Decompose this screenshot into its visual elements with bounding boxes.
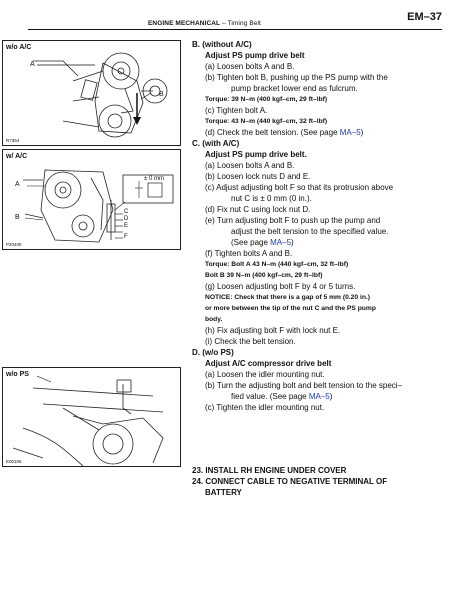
step-c-f: (f) Tighten bolts A and B. (205, 249, 293, 258)
step-b-d: (d) Check the belt tension. (See page MA… (192, 127, 442, 138)
step-c-b: (b) Loosen lock nuts D and E. (205, 172, 311, 181)
header-subsection: Timing Belt (227, 20, 261, 27)
step-c-title: C. (with A/C) (192, 139, 240, 148)
step-b-subtitle: Adjust PS pump drive belt (205, 51, 305, 60)
step-c-e-close: ) (291, 238, 294, 247)
step-c-e-line1: (e) Turn adjusting bolt F to push up the… (205, 216, 381, 225)
figure-without-ps-label: w/o PS (6, 371, 29, 378)
step-23: 23. INSTALL RH ENGINE UNDER COVER (192, 466, 347, 475)
step-24-line2: BATTERY (205, 488, 242, 497)
step-c-e-line2: adjust the belt tension to the specified… (231, 227, 389, 236)
step-b-torque-2: Torque: 43 N–m (440 kgf–cm, 32 ft–lbf) (205, 118, 328, 125)
step-d-subtitle: Adjust A/C compressor drive belt (205, 359, 332, 368)
step-c-e-ref: (See page (231, 238, 271, 247)
step-c-d: (d) Fix nut C using lock nut D. (205, 205, 311, 214)
page-link-ma5[interactable]: MA–5 (308, 392, 330, 401)
figure-with-ac-label: w/ A/C (6, 153, 28, 160)
figure-with-ac-illustration (23, 169, 174, 243)
step-c-notice-line1: NOTICE: Check that there is a gap of 5 m… (205, 294, 370, 301)
header-section: ENGINE MECHANICAL (148, 20, 221, 27)
step-b-torque-1: Torque: 39 N–m (400 kgf–cm, 29 ft–lbf) (205, 96, 328, 103)
callout-c: C (124, 209, 129, 215)
step-c-torque-a: Torque: Bolt A 43 N–m (440 kgf–cm, 32 ft… (205, 261, 349, 268)
callout-a: A (15, 181, 20, 188)
step-c-subtitle: Adjust PS pump drive belt. (205, 150, 307, 159)
step-b-b-line2: pump bracket lower end as fulcrum. (231, 84, 358, 93)
spacer (192, 413, 442, 465)
step-d-b-ref: fied value. (See page (231, 392, 309, 401)
header-separator: – (220, 20, 228, 27)
callout-e: E (124, 223, 129, 229)
step-24-line1: 24. CONNECT CABLE TO NEGATIVE TERMINAL O… (192, 477, 388, 486)
step-c-h: (h) Fix adjusting bolt F with lock nut E… (205, 326, 341, 335)
step-b-c: (c) Tighten bolt A. (205, 106, 268, 115)
page-number: EM–37 (407, 11, 442, 23)
header-rule (28, 29, 442, 30)
step-b-d-text: (d) Check the belt tension. (See page (205, 128, 340, 137)
figure-with-ac: w/ A/C A B C D E F ± 0 mm P20405 (2, 149, 181, 250)
callout-f: F (124, 234, 128, 240)
step-b-d-close: ) (360, 128, 364, 137)
page-link-ma5[interactable]: MA–5 (339, 128, 361, 137)
figure-without-ps: w/o PS E00106 (2, 367, 181, 467)
figure-without-ac-label: w/o A/C (6, 44, 32, 51)
step-c-c-line1: (c) Adjust adjusting bolt F so that its … (205, 183, 394, 192)
step-b-b-line1: (b) Tighten bolt B, pushing up the PS pu… (205, 73, 388, 82)
step-c-c-line2: nut C is ± 0 mm (0 in.). (231, 194, 312, 203)
callout-zero-mm: ± 0 mm (144, 176, 164, 182)
step-c-notice-line2: or more between the tip of the nut C and… (205, 305, 376, 312)
step-d-b-line2: fied value. (See page MA–5) (192, 391, 442, 402)
step-d-b-line1: (b) Turn the adjusting bolt and belt ten… (205, 381, 403, 390)
step-d-a: (a) Loosen the idler mounting nut. (205, 370, 325, 379)
step-c-notice-line3: body. (205, 316, 223, 323)
procedure-text: B. (without A/C) Adjust PS pump drive be… (192, 39, 442, 498)
step-b-a: (a) Loosen bolts A and B. (205, 62, 295, 71)
callout-a: A (30, 61, 35, 68)
figure-with-ac-code: P20405 (6, 242, 22, 247)
page-link-ma5[interactable]: MA–5 (270, 238, 292, 247)
step-d-title: D. (w/o PS) (192, 348, 234, 357)
figure-without-ps-code: E00106 (6, 459, 22, 464)
step-b-title: B. (without A/C) (192, 40, 252, 49)
figure-without-ac-illustration (33, 52, 168, 138)
figure-without-ps-illustration (12, 375, 164, 466)
running-header: ENGINE MECHANICAL – Timing Belt (148, 20, 261, 27)
figure-without-ac: w/o A/C A B R7364 (2, 40, 181, 146)
step-c-i: (i) Check the belt tension. (205, 337, 296, 346)
step-c-e-line3: (See page MA–5) (192, 237, 442, 248)
callout-b: B (15, 214, 20, 221)
figure-without-ac-code: R7364 (6, 138, 20, 143)
step-d-b-close: ) (329, 392, 333, 401)
callout-d: D (124, 216, 129, 222)
step-c-torque-b: Bolt B 39 N–m (400 kgf–cm, 29 ft–lbf) (205, 272, 323, 279)
step-d-c: (c) Tighten the idler mounting nut. (205, 403, 325, 412)
callout-b: B (159, 91, 164, 98)
step-c-a: (a) Loosen bolts A and B. (205, 161, 295, 170)
step-c-g: (g) Loosen adjusting bolt F by 4 or 5 tu… (205, 282, 356, 291)
